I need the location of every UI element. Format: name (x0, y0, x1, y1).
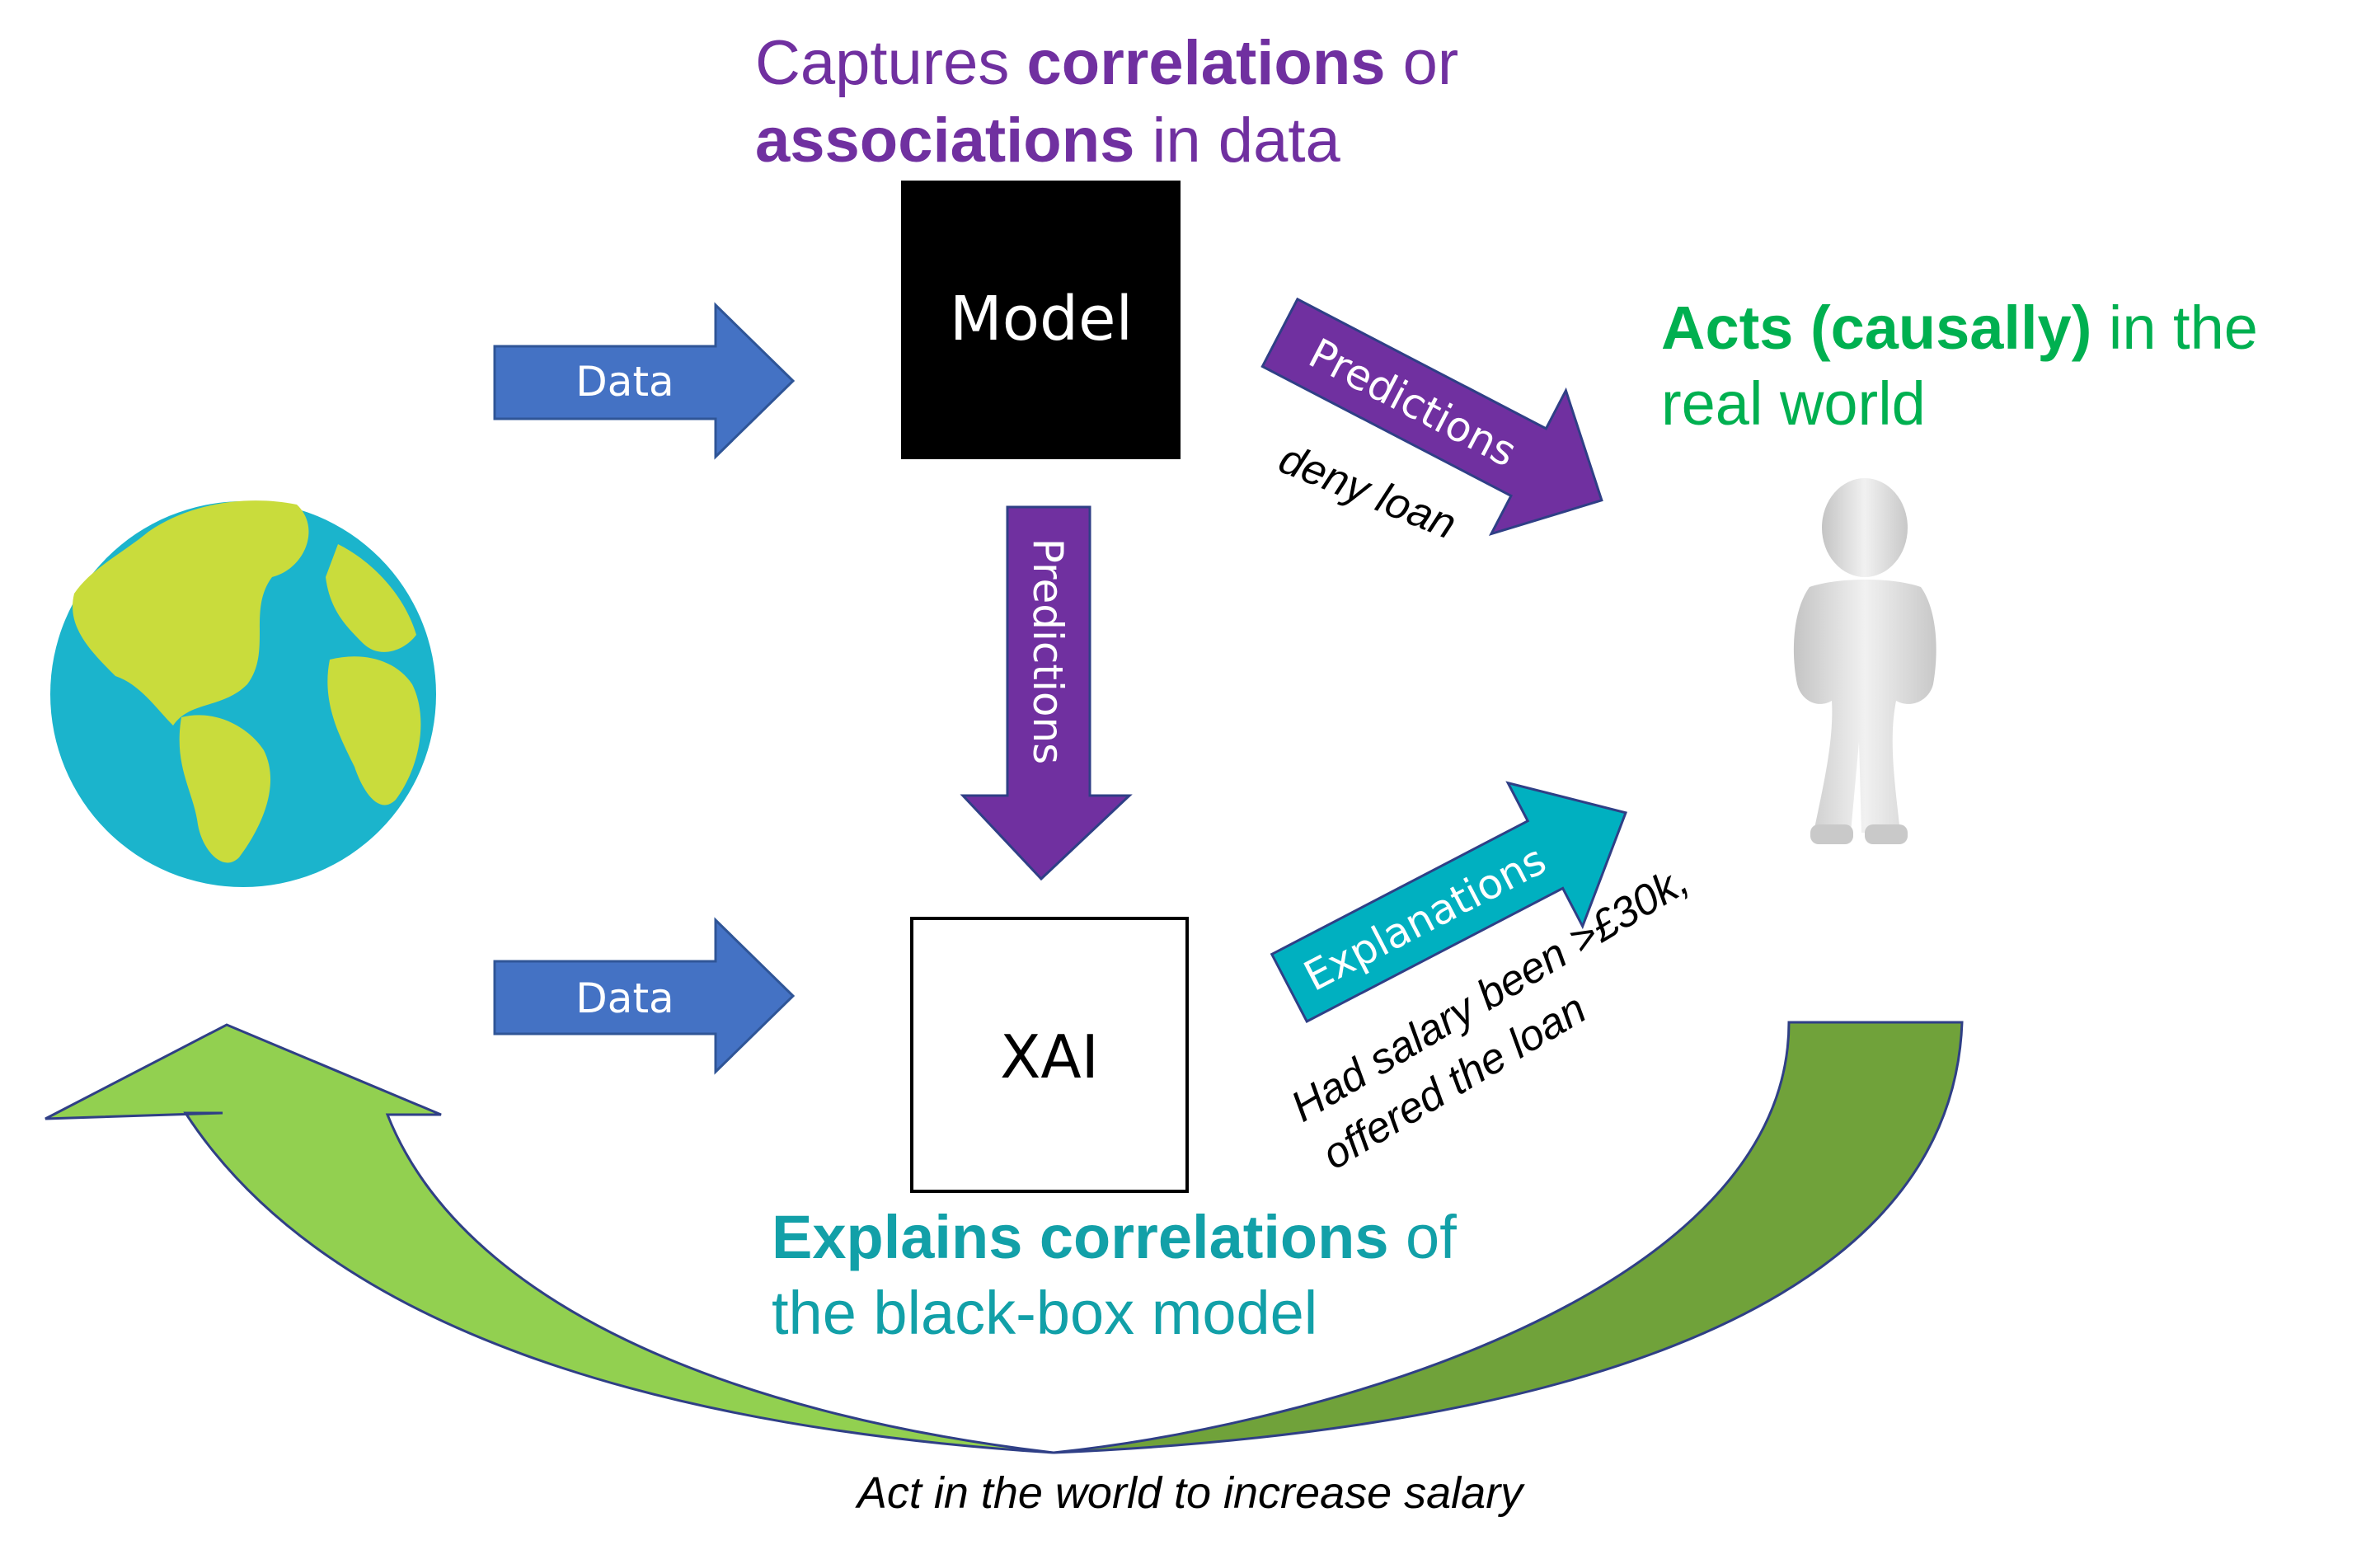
model-label: Model (950, 284, 1133, 355)
data-arrow-bottom-label: Data (575, 974, 674, 1022)
person-figure-icon (1793, 478, 1936, 844)
feedback-arrow-left (45, 1023, 1054, 1454)
xai-label: XAI (1000, 1022, 1099, 1092)
captures-correlations-text: Captures correlations or associations in… (755, 25, 1458, 180)
predictions-arrow-down: Predictions (960, 505, 1133, 881)
acts-part2: in the (2091, 294, 2258, 362)
feedback-caption: Act in the world to increase salary (857, 1468, 1523, 1518)
explains-part1: Explains correlations (772, 1203, 1389, 1271)
data-arrow-top-label: Data (575, 358, 674, 406)
explains-part2: of (1388, 1203, 1457, 1271)
data-arrow-bottom: Data (493, 917, 796, 1075)
globe-icon (50, 500, 436, 887)
predictions-down-label: Predictions (1024, 538, 1072, 764)
acts-part1: Acts (causally) (1661, 294, 2092, 362)
captures-part4: associations (755, 106, 1135, 176)
captures-part1: Captures (755, 28, 1027, 98)
acts-part3: real world (1661, 369, 1926, 438)
captures-part3: or (1385, 28, 1459, 98)
model-box: Model (901, 181, 1181, 459)
data-arrow-top: Data (493, 302, 796, 460)
acts-causally-text: Acts (causally) in the real world (1661, 290, 2258, 442)
captures-part5: in data (1134, 106, 1340, 176)
explains-part3: the black-box model (772, 1279, 1318, 1347)
explains-correlations-text: Explains correlations of the black-box m… (772, 1200, 1457, 1351)
captures-part2: correlations (1026, 28, 1386, 98)
feedback-arrow-right (1053, 1021, 1964, 1454)
xai-box: XAI (910, 917, 1189, 1193)
